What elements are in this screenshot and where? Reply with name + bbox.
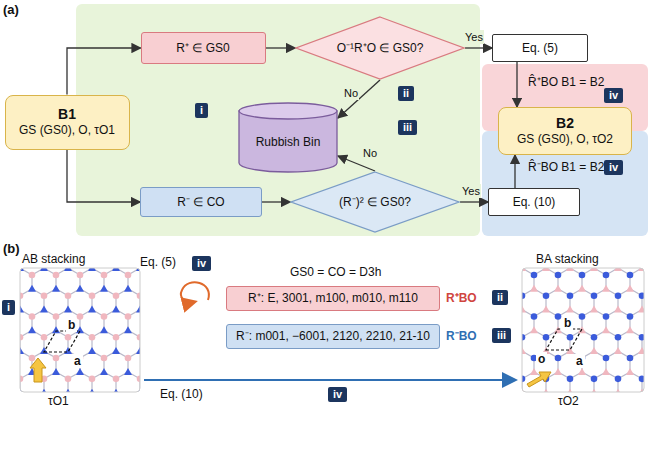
callout-number: iv (604, 160, 623, 175)
callout-number: iv (192, 256, 211, 271)
state-box: B2GS (GS0), O, τO2 (498, 107, 632, 155)
connector (67, 48, 141, 95)
connector (262, 201, 290, 202)
operator-label: R⁺BO (446, 291, 477, 305)
callout-number: ii (398, 86, 414, 101)
tau-arrow (30, 358, 46, 382)
long-arrow (144, 379, 514, 381)
callout-number: iii (398, 120, 417, 135)
crystal-frame (20, 268, 140, 392)
tau-arrow (527, 372, 551, 387)
edge-label: No (343, 86, 359, 100)
connector (338, 80, 380, 118)
unit-cell (546, 329, 582, 350)
equation-label: R̂⁺BO B1 = B2 (528, 75, 604, 89)
callout-number: i (195, 103, 208, 118)
state-box: B1GS (GS0), O, τO1 (5, 95, 130, 150)
green-region (76, 4, 480, 236)
callout-number: iii (492, 328, 511, 343)
node-text: R⁻ ∈ CO (177, 195, 224, 210)
node-text: Rubbish Bin (256, 135, 321, 150)
edge-label: No (362, 146, 378, 160)
connector (266, 47, 296, 48)
node-text: B2 (556, 115, 574, 132)
edge-label: Yes (461, 184, 481, 198)
stacking-title: AB stacking (22, 252, 85, 266)
crystal-frame (522, 268, 644, 392)
process-box: R⁻ ∈ CO (140, 187, 262, 217)
tau-label: τO1 (48, 394, 69, 408)
callout-number: iv (328, 387, 347, 402)
connector (514, 155, 515, 188)
curved-arrow (181, 282, 209, 302)
connector (460, 201, 488, 202)
unit-cell (44, 331, 80, 352)
axis-label: a (72, 354, 83, 368)
axis-label: o (536, 352, 547, 366)
callout-number: ii (492, 290, 508, 305)
node-text: Eq. (10) (513, 195, 556, 210)
equation-label: Eq. (10) (160, 387, 203, 401)
node-text: (R⁻)² ∈ GS0? (339, 195, 411, 210)
tau-label: τO2 (558, 394, 579, 408)
node-text: R⁺ ∈ GS0 (176, 41, 229, 56)
group-label: GS0 = CO = D3h (290, 265, 381, 279)
callout-number: i (2, 300, 15, 315)
crystal-ab (20, 268, 140, 392)
node-text: GS (GS0), O, τO2 (517, 132, 613, 147)
operation-box: R⁺: E, 3001, m100, m010, m110 (226, 286, 440, 311)
panel-label: (b) (3, 242, 20, 256)
axis-label: b (562, 316, 573, 330)
decision-diamond: O⁻¹R⁺O ∈ GS0? (295, 16, 465, 80)
connector (67, 150, 140, 203)
connector (516, 62, 517, 107)
equation-box: Eq. (10) (488, 188, 580, 216)
connector (465, 47, 492, 48)
callout-number: iv (604, 88, 623, 103)
stacking-title: BA stacking (536, 252, 599, 266)
node-text: R⁺: E, 3001, m100, m010, m110 (248, 291, 418, 306)
equation-box: Eq. (5) (492, 34, 588, 62)
panel-label: (a) (3, 3, 19, 17)
node-text: GS (GS0), O, τO1 (19, 123, 115, 138)
node-text: B1 (58, 106, 76, 123)
node-text: Eq. (5) (522, 41, 558, 56)
axis-label: b (66, 318, 77, 332)
rubbish-bin: Rubbish Bin (238, 102, 338, 172)
operator-label: R⁻BO (446, 329, 477, 343)
equation-label: R̂⁻BO B1 = B2 (528, 160, 604, 174)
node-text: R⁻: m001, −6001, 2120, 2210, 21-10 (236, 329, 430, 344)
node-text: O⁻¹R⁺O ∈ GS0? (337, 41, 424, 56)
equation-label: Eq. (5) (140, 255, 176, 269)
decision-diamond: (R⁻)² ∈ GS0? (290, 171, 460, 233)
operation-box: R⁻: m001, −6001, 2120, 2210, 21-10 (226, 324, 440, 349)
crystal-ba (522, 268, 644, 392)
axis-label: a (574, 354, 585, 368)
process-box: R⁺ ∈ GS0 (141, 32, 266, 64)
edge-label: Yes (464, 30, 484, 44)
